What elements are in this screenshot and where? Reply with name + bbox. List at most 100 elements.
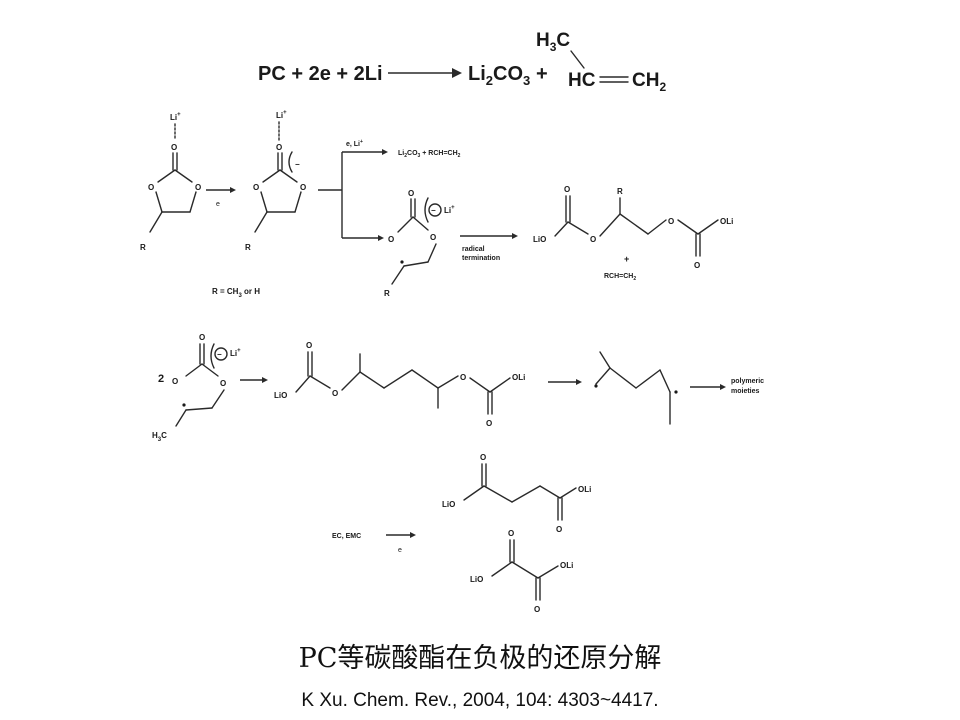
s3-arrowhead [410,532,416,538]
scheme-2: 2 O − Li+ O O H3C LiO O O [152,333,764,443]
anion-r-bond [254,211,268,233]
dc-o-bottom: O [694,261,700,270]
cd-o1: O [332,389,338,398]
dc-oli: OLi [720,217,733,226]
ox-o-bottom: O [534,605,540,614]
branch-top-products: Li2CO3 + RCH=CH2 [398,150,461,159]
propene-hc: HC [568,70,596,91]
dr-b5 [659,369,671,393]
anion-o-label: O [276,143,282,152]
dicarbonate-product: LiO O O R O OLi O + RCH=CH2 [533,185,733,282]
succ-lio: LiO [442,500,455,509]
s2-o-top: O [199,333,205,342]
dc-o-top-1: O [564,185,570,194]
cd-b3 [341,371,361,391]
succ-b3 [511,485,541,503]
cd-b5 [383,369,413,389]
anion-ring-1 [262,169,281,183]
figure-caption-reference: K Xu. Chem. Rev., 2004, 104: 4303~4417. [301,690,659,711]
cd-b8 [469,377,491,393]
moieties-label: moieties [731,388,760,395]
anion-ring-3 [260,191,268,213]
dc-plus: + [624,254,629,264]
ox-b3 [537,565,559,579]
li-plus-label: Li+ [170,112,181,122]
li-plus-label-2: Li+ [276,110,287,120]
propene-ch3: H3C [536,30,570,54]
equation-plus: + [536,63,548,85]
s2-o-left: O [172,377,178,386]
termination-arrowhead [512,233,518,239]
dr-b3 [609,367,637,389]
s2-bracket [210,343,215,369]
ox-b1 [491,561,513,577]
s2-minus-circle [214,347,228,361]
opened-minus-circle [428,203,442,217]
figure-caption-title: PC等碳酸酯在负极的还原分解 [298,643,662,674]
termination-label: termination [462,255,500,262]
lithium-oxalate: LiO O OLi O [470,529,573,614]
overall-equation: PC + 2e + 2Li Li2CO3 + H3C HC CH2 [258,30,666,94]
cd-b6 [411,369,439,389]
polymeric-label: polymeric [731,378,764,385]
r-substituent: R [140,243,146,252]
branch-bottom-arrowhead [378,235,384,241]
equation-arrowhead [452,68,462,78]
s2-radical-dot [182,403,186,407]
s2-bond-o2 [201,363,219,377]
ring-opened-radical: O − Li+ O O R [384,189,455,298]
opened-radical-dot [400,260,404,264]
propene-ch2: CH2 [632,70,666,94]
branch-top-arrowhead [382,149,388,155]
s2-o-right: O [220,379,226,388]
diradical-chain [594,351,678,425]
succ-o-top: O [480,453,486,462]
opened-bracket [424,197,429,223]
opened-o-left: O [388,235,394,244]
scheme-3: EC, EMC e LiO O OLi O LiO O [332,453,591,614]
anion-ring-o-left: O [253,183,259,192]
s2-chain-2 [185,407,213,411]
s2-minus: − [217,350,222,359]
ox-oli: OLi [560,561,573,570]
succ-b4 [539,485,561,499]
dc-bond-1 [554,221,569,237]
ox-b2 [511,561,539,579]
cd-o2: O [460,373,466,382]
cd-b1 [295,375,311,393]
dr-b1 [599,351,611,369]
dc-o-link-2: O [668,217,674,226]
opened-chain-2 [403,261,429,267]
carbonyl-o-label: O [171,143,177,152]
s3-electron: e [398,547,402,554]
ring-o-right: O [195,183,201,192]
dc-lio: LiO [533,235,546,244]
anion-ring-2 [279,169,298,183]
succ-oli: OLi [578,485,591,494]
dr-b2 [595,367,611,385]
cd-b7 [437,375,459,389]
cd-b2 [309,375,331,389]
opened-o-right: O [430,233,436,242]
s2-h3c: H3C [152,431,167,443]
succ-b2 [483,485,513,503]
radical-label: radical [462,246,485,253]
opened-r: R [384,289,390,298]
scheme-1: Li+ O O O R e Li+ O − [140,110,733,299]
dc-bond-5 [647,219,667,235]
dc-o-link-1: O [590,235,596,244]
dc-bond-7 [697,219,719,235]
cd-o-top: O [306,341,312,350]
ox-o-top: O [508,529,514,538]
cd-o-bottom: O [486,419,492,428]
s2-ch3-bond [175,409,187,427]
dc-r: R [617,187,623,196]
dc-bond-3 [599,213,621,237]
ring-bond-2 [174,169,193,183]
dr-b4 [635,369,661,389]
ring-bond-1 [157,169,176,183]
anion-ring-4 [294,191,302,213]
s2-arrowhead-2 [576,379,582,385]
dc-bond-2 [567,221,589,235]
